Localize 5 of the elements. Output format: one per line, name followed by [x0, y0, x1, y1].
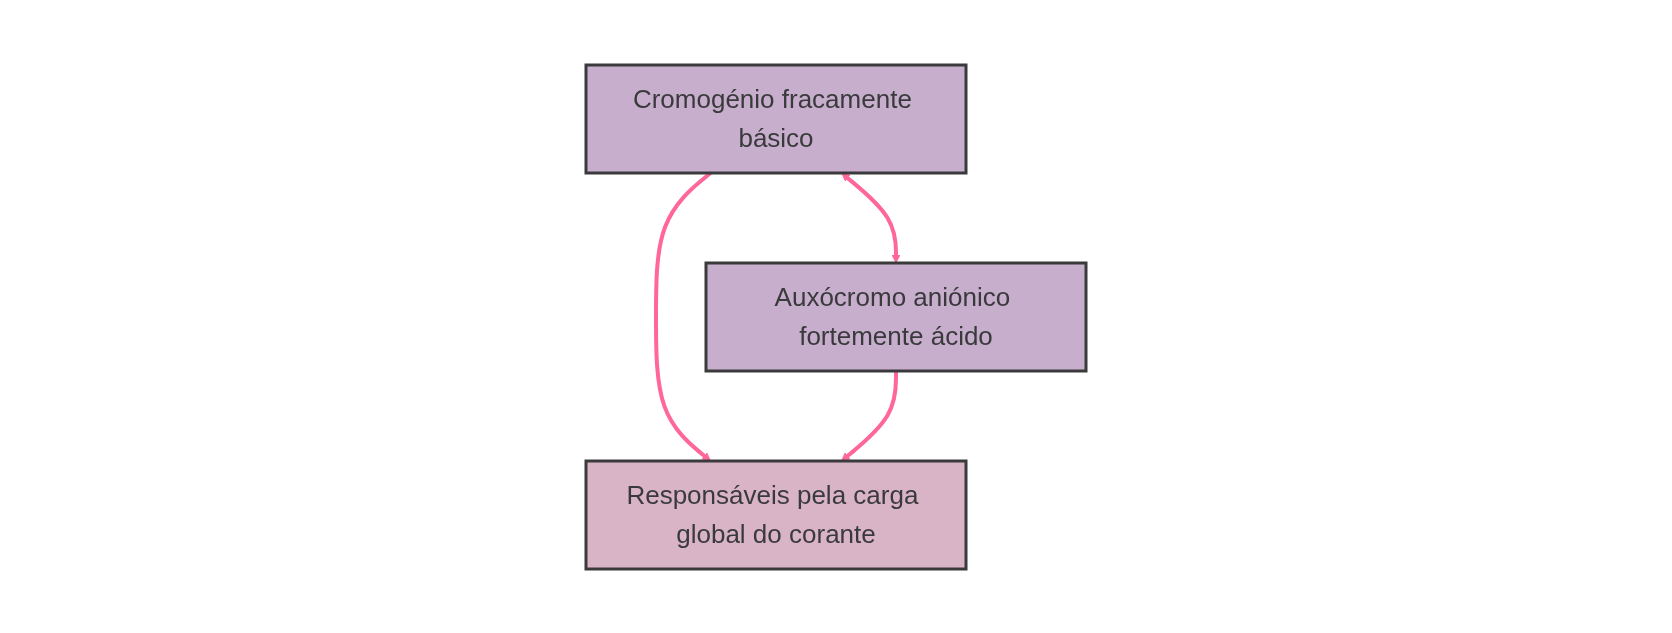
node-box: Auxócromo aniónico fortemente ácido: [704, 261, 1088, 372]
arrow: [841, 370, 898, 461]
node-box: Cromogénio fracamente básico: [584, 63, 968, 174]
arrow: [841, 172, 901, 263]
node-box: Responsáveis pela carga global do corante: [584, 459, 968, 570]
